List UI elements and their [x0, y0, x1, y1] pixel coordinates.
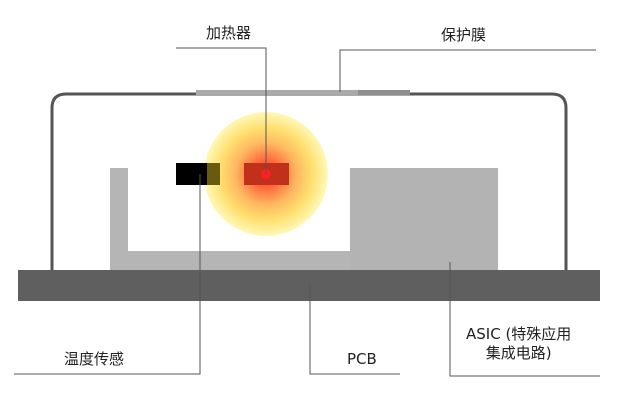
label-asic: ASIC (特殊应用 集成电路)	[466, 325, 571, 363]
inner-frame	[110, 168, 350, 270]
protective-film-strip-left	[196, 90, 358, 95]
label-protective-film: 保护膜	[441, 26, 487, 44]
label-heater: 加热器	[206, 24, 252, 42]
leader-line-protective-film	[339, 49, 596, 92]
asic-block	[350, 168, 498, 270]
pcb-board	[18, 270, 600, 301]
label-temperature-sensor: 温度传感	[64, 350, 125, 368]
protective-film-strip-right	[358, 90, 410, 95]
leader-line-pcb	[309, 285, 400, 375]
leader-line-temperature-sensor	[14, 174, 201, 375]
leader-line-asic	[449, 262, 600, 377]
label-asic-line2: 集成电路)	[485, 343, 552, 362]
temperature-sensor-tip	[207, 163, 220, 185]
leader-line-heater	[176, 47, 267, 174]
label-pcb: PCB	[347, 350, 377, 368]
label-asic-line1: ASIC (特殊应用	[466, 325, 572, 343]
